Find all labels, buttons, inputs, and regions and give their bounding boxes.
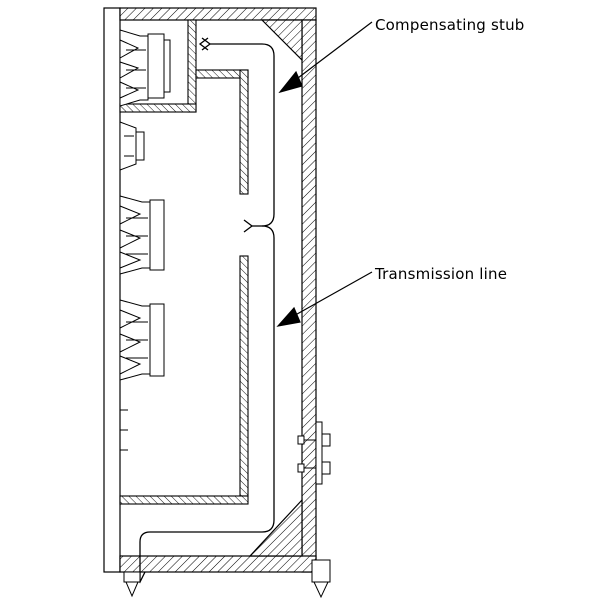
bottom-corner-deflector [248,498,303,557]
bottom-wall [119,555,317,573]
top-wall [119,7,317,21]
transmission-line-path [139,225,275,580]
top-corner-deflector [260,19,303,62]
compensating-stub-leader [289,21,373,85]
junction-arrow [243,219,254,233]
tweeter [119,121,145,171]
upper-driver [119,29,171,107]
transmission-line-label: Transmission line [374,265,507,283]
woofer-1 [119,195,165,275]
internal-baffles [119,19,249,505]
stub-divider-lower-vertical [239,255,249,497]
binding-post-upper [297,433,331,447]
woofer-2 [119,299,165,381]
front-spike [123,571,141,598]
binding-posts [297,421,331,485]
compensating-stub-label: Compensating stub [375,16,525,34]
rear-spike [311,559,331,599]
upper-chamber-wall-right [187,19,197,113]
front-panel [103,7,121,573]
feet [123,559,331,599]
stub-divider-upper-vertical [239,69,249,195]
drivers [119,29,171,451]
rear-wall [301,19,317,573]
leaders [276,21,373,327]
stub-path [210,43,275,227]
transmission-line-leader [289,271,373,319]
lower-chamber-shelf [119,495,249,505]
upper-chamber-floor [119,103,197,113]
binding-post-lower [297,461,331,475]
